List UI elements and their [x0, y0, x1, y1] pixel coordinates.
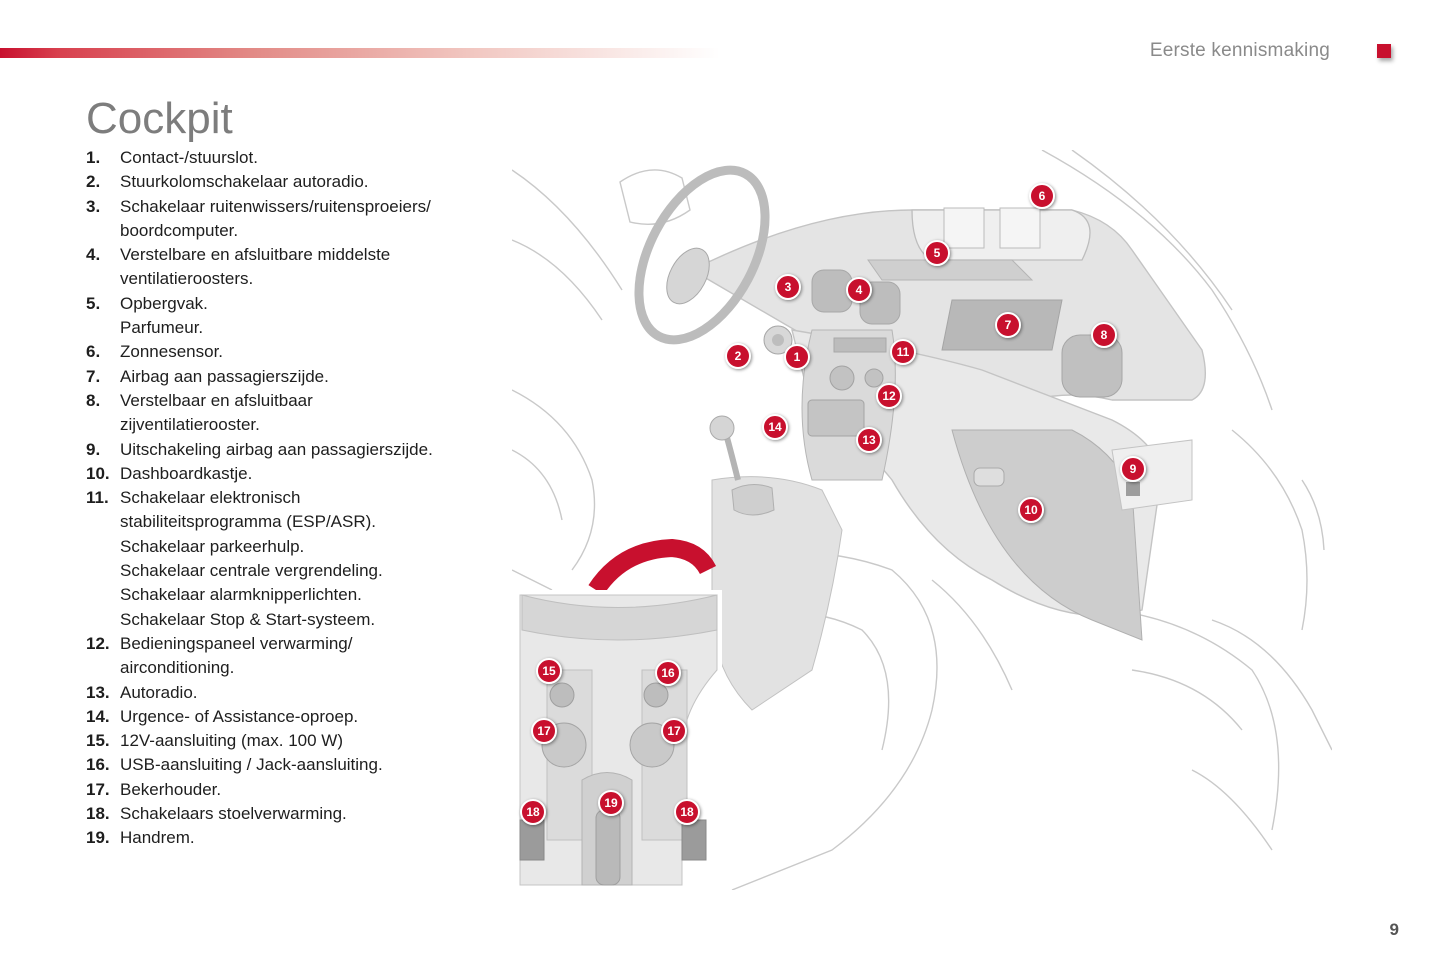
callout-12: 12 [876, 383, 902, 409]
callout-17-left: 17 [531, 718, 557, 744]
legend-item-19: 19.Handrem. [86, 828, 195, 848]
legend-item-14: 14.Urgence- of Assistance-oproep. [86, 706, 359, 726]
section-title: Eerste kennismaking [1149, 40, 1330, 61]
header-accent-bar [0, 48, 720, 58]
callout-18-left: 18 [520, 799, 546, 825]
legend-item-12: 12.Bedieningspaneel verwarming/aircondit… [86, 633, 353, 678]
callout-15: 15 [536, 658, 562, 684]
cockpit-illustration: 1 2 3 4 5 6 7 8 9 10 11 12 13 14 15 16 1… [512, 150, 1332, 890]
legend-item-15: 15.12V-aansluiting (max. 100 W) [86, 731, 343, 751]
cockpit-legend: 1.Contact-/stuurslot. 2.Stuurkolomschake… [86, 146, 486, 851]
callout-17-right: 17 [661, 718, 687, 744]
legend-item-6: 6.Zonnesensor. [86, 342, 224, 362]
callout-1: 1 [784, 344, 810, 370]
callout-10: 10 [1018, 497, 1044, 523]
callout-4: 4 [846, 277, 872, 303]
callout-13: 13 [856, 427, 882, 453]
page-title: Cockpit [86, 94, 233, 143]
legend-item-1: 1.Contact-/stuurslot. [86, 148, 258, 167]
callout-11: 11 [890, 339, 916, 365]
callout-8: 8 [1091, 322, 1117, 348]
legend-item-5: 5.Opbergvak.Parfumeur. [86, 293, 208, 338]
callout-16: 16 [655, 660, 681, 686]
callout-2: 2 [725, 343, 751, 369]
callout-5: 5 [924, 240, 950, 266]
callout-18-right: 18 [674, 799, 700, 825]
legend-item-7: 7.Airbag aan passagierszijde. [86, 366, 329, 386]
legend-item-10: 10.Dashboardkastje. [86, 463, 253, 483]
legend-item-2: 2.Stuurkolomschakelaar autoradio. [86, 172, 369, 192]
legend-item-13: 13.Autoradio. [86, 682, 198, 702]
section-marker [1377, 44, 1391, 58]
cockpit-drawing [512, 150, 1332, 890]
callout-7: 7 [995, 312, 1021, 338]
callout-3: 3 [775, 274, 801, 300]
legend-item-9: 9.Uitschakeling airbag aan passagierszij… [86, 439, 433, 459]
page-number: 9 [1389, 920, 1399, 939]
legend-item-16: 16.USB-aansluiting / Jack-aansluiting. [86, 755, 383, 775]
legend-item-18: 18.Schakelaars stoelverwarming. [86, 804, 347, 824]
callout-9: 9 [1120, 456, 1146, 482]
legend-item-3: 3.Schakelaar ruitenwissers/ruitensproeie… [86, 196, 431, 240]
legend-item-17: 17.Bekerhouder. [86, 779, 222, 799]
callout-19: 19 [598, 790, 624, 816]
callout-14: 14 [762, 414, 788, 440]
callout-6: 6 [1029, 183, 1055, 209]
